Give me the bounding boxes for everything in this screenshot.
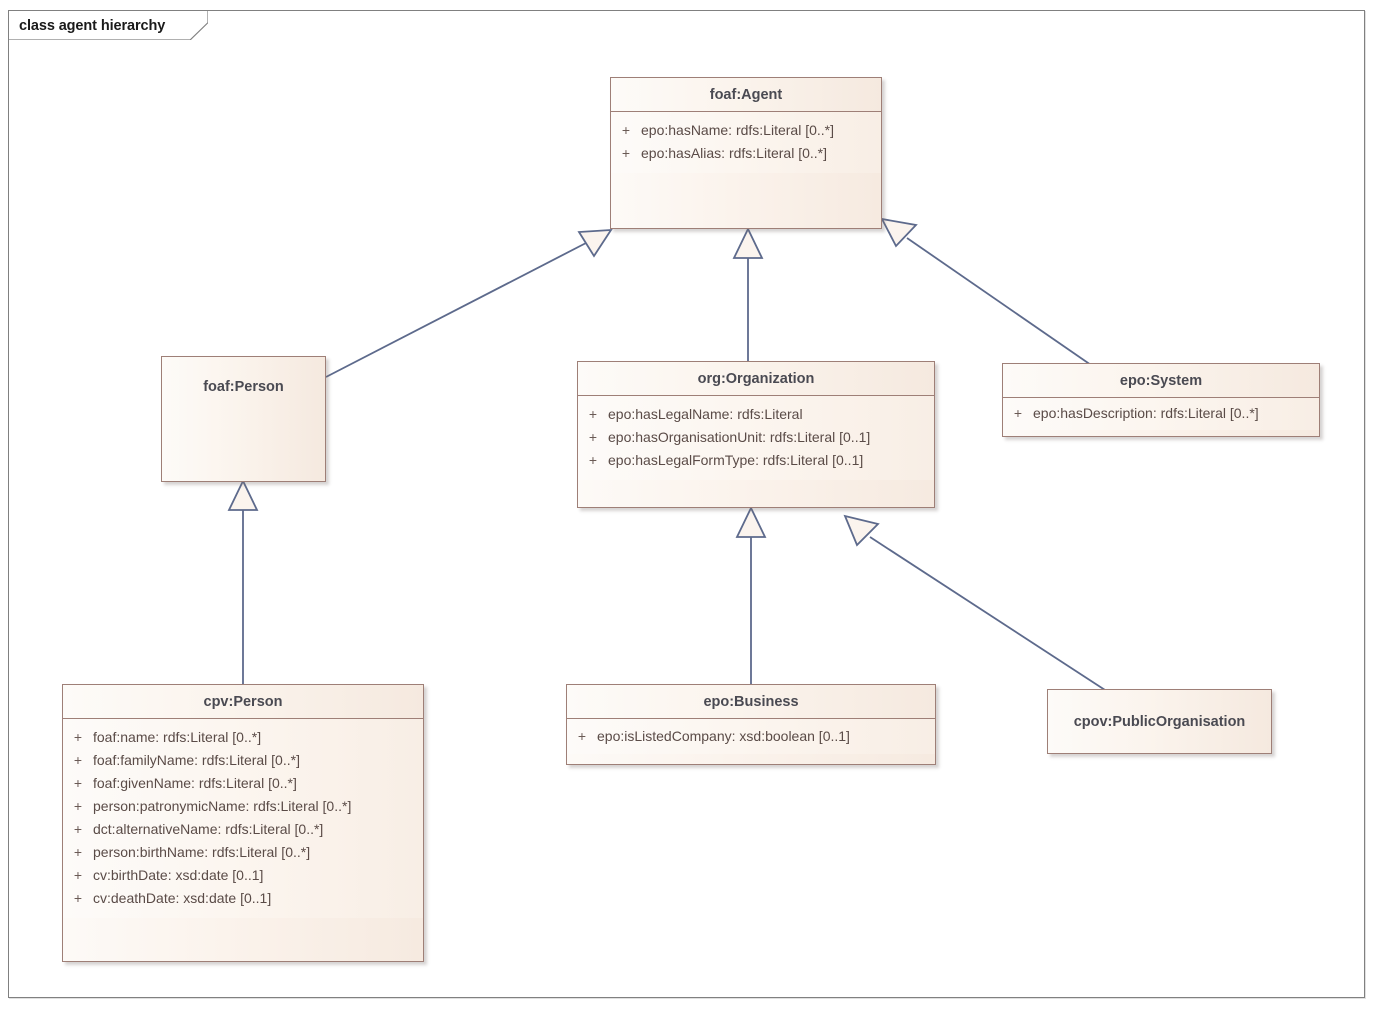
attribute-row: + epo:isListedCompany: xsd:boolean [0..1… (567, 725, 935, 748)
class-org-organization-title: org:Organization (578, 362, 934, 396)
attribute-row: + foaf:givenName: rdfs:Literal [0..*] (63, 772, 423, 795)
attribute-visibility: + (73, 798, 83, 814)
attribute-row: + dct:alternativeName: rdfs:Literal [0..… (63, 818, 423, 841)
attribute-visibility: + (621, 122, 631, 138)
attribute-signature: cv:deathDate: xsd:date [0..1] (93, 890, 272, 906)
attribute-row: + foaf:name: rdfs:Literal [0..*] (63, 726, 423, 749)
class-cpov-publicorganisation-title: cpov:PublicOrganisation (1048, 690, 1271, 753)
attribute-row: + person:patronymicName: rdfs:Literal [0… (63, 795, 423, 818)
attribute-signature: epo:hasLegalName: rdfs:Literal (608, 406, 803, 422)
attribute-signature: foaf:givenName: rdfs:Literal [0..*] (93, 775, 297, 791)
attribute-visibility: + (588, 429, 598, 445)
attribute-visibility: + (73, 844, 83, 860)
attribute-signature: person:birthName: rdfs:Literal [0..*] (93, 844, 311, 860)
class-foaf-person[interactable]: foaf:Person (161, 356, 326, 482)
attribute-signature: epo:hasOrganisationUnit: rdfs:Literal [0… (608, 429, 871, 445)
class-org-organization-attributes: + epo:hasLegalName: rdfs:Literal + epo:h… (578, 396, 934, 480)
attribute-row: + epo:hasLegalName: rdfs:Literal (578, 403, 934, 426)
diagram-frame-label: class agent hierarchy (19, 17, 166, 34)
attribute-row: + epo:hasOrganisationUnit: rdfs:Literal … (578, 426, 934, 449)
class-org-organization[interactable]: org:Organization + epo:hasLegalName: rdf… (577, 361, 935, 508)
attribute-signature: epo:isListedCompany: xsd:boolean [0..1] (597, 728, 850, 744)
attribute-signature: epo:hasLegalFormType: rdfs:Literal [0..1… (608, 452, 864, 468)
attribute-signature: epo:hasAlias: rdfs:Literal [0..*] (641, 145, 827, 161)
attribute-visibility: + (73, 752, 83, 768)
attribute-row: + person:birthName: rdfs:Literal [0..*] (63, 841, 423, 864)
class-foaf-agent[interactable]: foaf:Agent + epo:hasName: rdfs:Literal [… (610, 77, 882, 229)
attribute-signature: epo:hasDescription: rdfs:Literal [0..*] (1033, 405, 1259, 421)
attribute-row: + epo:hasAlias: rdfs:Literal [0..*] (611, 142, 881, 165)
attribute-visibility: + (1013, 405, 1023, 421)
attribute-visibility: + (577, 728, 587, 744)
attribute-signature: epo:hasName: rdfs:Literal [0..*] (641, 122, 834, 138)
attribute-signature: foaf:familyName: rdfs:Literal [0..*] (93, 752, 300, 768)
attribute-visibility: + (621, 145, 631, 161)
diagram-frame (8, 10, 1365, 998)
diagram-frame-tab: class agent hierarchy (8, 10, 208, 40)
attribute-row: + epo:hasLegalFormType: rdfs:Literal [0.… (578, 449, 934, 472)
class-foaf-person-title: foaf:Person (162, 357, 325, 481)
attribute-signature: cv:birthDate: xsd:date [0..1] (93, 867, 264, 883)
attribute-row: + epo:hasName: rdfs:Literal [0..*] (611, 119, 881, 142)
attribute-row: + epo:hasDescription: rdfs:Literal [0..*… (1003, 402, 1319, 425)
class-epo-system-attributes: + epo:hasDescription: rdfs:Literal [0..*… (1003, 398, 1319, 430)
attribute-visibility: + (73, 775, 83, 791)
class-foaf-agent-title: foaf:Agent (611, 78, 881, 112)
class-cpv-person[interactable]: cpv:Person + foaf:name: rdfs:Literal [0.… (62, 684, 424, 962)
attribute-visibility: + (588, 452, 598, 468)
class-cpv-person-title: cpv:Person (63, 685, 423, 719)
attribute-row: + cv:deathDate: xsd:date [0..1] (63, 887, 423, 910)
attribute-visibility: + (588, 406, 598, 422)
class-cpov-publicorganisation[interactable]: cpov:PublicOrganisation (1047, 689, 1272, 754)
attribute-signature: person:patronymicName: rdfs:Literal [0..… (93, 798, 352, 814)
attribute-signature: foaf:name: rdfs:Literal [0..*] (93, 729, 262, 745)
attribute-signature: dct:alternativeName: rdfs:Literal [0..*] (93, 821, 324, 837)
class-epo-system[interactable]: epo:System + epo:hasDescription: rdfs:Li… (1002, 363, 1320, 437)
attribute-visibility: + (73, 729, 83, 745)
class-foaf-agent-attributes: + epo:hasName: rdfs:Literal [0..*] + epo… (611, 112, 881, 173)
class-epo-system-title: epo:System (1003, 364, 1319, 398)
attribute-row: + foaf:familyName: rdfs:Literal [0..*] (63, 749, 423, 772)
class-cpv-person-attributes: + foaf:name: rdfs:Literal [0..*] + foaf:… (63, 719, 423, 918)
attribute-row: + cv:birthDate: xsd:date [0..1] (63, 864, 423, 887)
class-epo-business[interactable]: epo:Business + epo:isListedCompany: xsd:… (566, 684, 936, 765)
class-epo-business-title: epo:Business (567, 685, 935, 719)
attribute-visibility: + (73, 867, 83, 883)
attribute-visibility: + (73, 821, 83, 837)
attribute-visibility: + (73, 890, 83, 906)
class-epo-business-attributes: + epo:isListedCompany: xsd:boolean [0..1… (567, 719, 935, 754)
